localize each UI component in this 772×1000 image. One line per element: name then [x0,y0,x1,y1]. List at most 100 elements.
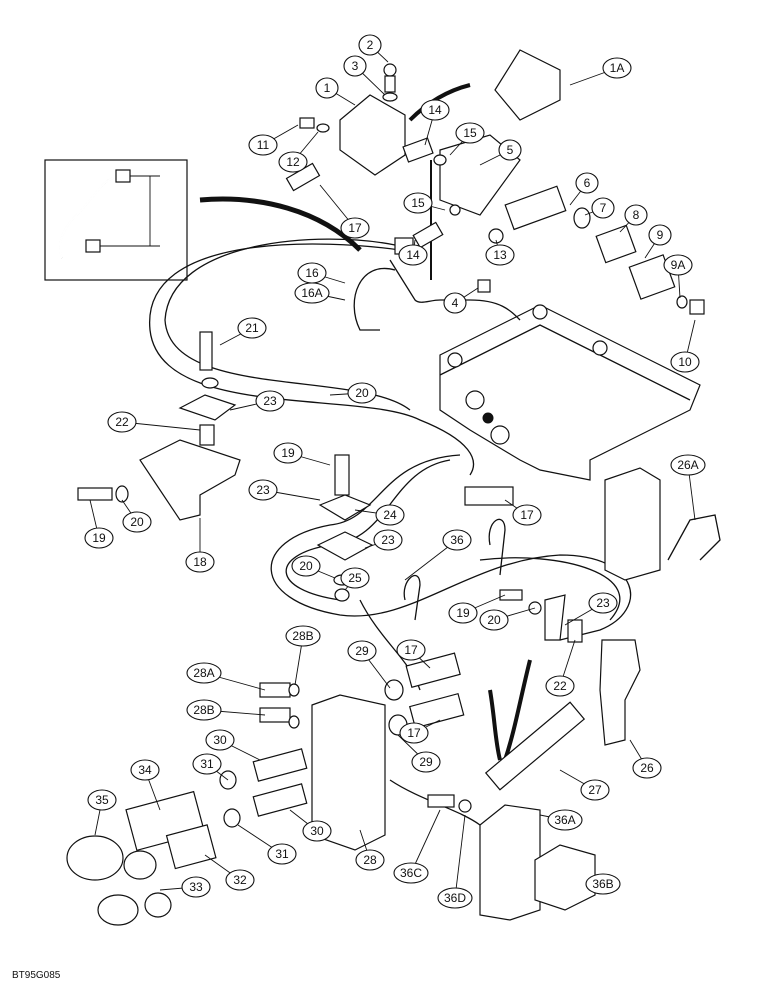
callout-number: 15 [463,126,477,140]
callout-bubble [192,753,222,775]
callout-number: 1A [610,61,625,75]
callout-bubble [285,625,321,647]
callout-bubble [343,55,367,77]
callout-number: 7 [600,201,607,215]
callout-bubble [632,757,662,779]
callout-number: 31 [200,757,214,771]
callout-number: 22 [115,415,129,429]
callout-number: 10 [678,355,692,369]
callout-number: 36A [554,813,575,827]
callout-bubble [267,843,297,865]
callout-number: 20 [487,613,501,627]
callout-bubble [205,729,235,751]
callout-number: 26A [677,458,698,472]
callout-bubble [403,192,433,214]
callout-number: 9 [657,228,664,242]
callout-number: 21 [245,321,259,335]
callout-number: 24 [383,508,397,522]
callout-bubble [255,390,285,412]
callout-number: 19 [456,606,470,620]
callout-number: 5 [507,143,514,157]
callout-bubble [185,551,215,573]
callout-number: 32 [233,873,247,887]
callout-bubble [443,292,467,314]
callout-bubble [355,849,385,871]
callout-number: 26 [640,761,654,775]
callout-bubble [186,699,222,721]
coupler-parts [66,652,465,926]
callout-number: 8 [633,208,640,222]
callout-number: 28 [363,853,377,867]
callout-number: 33 [189,880,203,894]
callout-bubble [670,351,700,373]
callout-bubble [498,139,522,161]
callout-number: 16 [305,266,319,280]
callout-bubble [122,511,152,533]
callout-number: 35 [95,793,109,807]
callout-number: 6 [584,176,591,190]
callout-number: 14 [406,248,420,262]
callout-number: 17 [348,221,362,235]
callout-bubble [237,317,267,339]
callout-number: 15 [411,196,425,210]
valve-assembly [430,160,701,481]
callout-number: 30 [213,733,227,747]
figure-code: BT95G085 [12,970,61,981]
callout-bubble [448,602,478,624]
right-side-parts [484,467,721,791]
callout-number: 27 [588,783,602,797]
callout-bubble [273,442,303,464]
callout-bubble [340,567,370,589]
callout-bubble [648,224,672,246]
callout-number: 23 [256,483,270,497]
callout-number: 19 [92,531,106,545]
callout-bubble [670,454,706,476]
callout-bubble [107,411,137,433]
callout-bubble [87,789,117,811]
callout-bubble [420,99,450,121]
callout-bubble [302,820,332,842]
callout-number: 30 [310,824,324,838]
callout-bubble [373,529,403,551]
callout-number: 36D [444,891,466,905]
callout-bubble [455,122,485,144]
callout-number: 29 [355,644,369,658]
callout-number: 9A [671,258,686,272]
callout-bubble [442,529,472,551]
callout-number: 36C [400,866,422,880]
callout-bubble [248,479,278,501]
leader-lines [89,44,696,899]
direction-arrows [199,83,532,761]
callout-bubble [340,217,370,239]
callout-bubble [411,751,441,773]
callout-bubble [181,876,211,898]
callout-bubble [375,504,405,526]
leader-line [410,809,441,874]
callout-number: 29 [419,755,433,769]
callout-number: 23 [381,533,395,547]
callout-bubble [225,869,255,891]
callout-bubble [588,592,618,614]
callout-number: 28A [193,666,214,680]
callout-number: 34 [138,763,152,777]
callout-number: 16A [301,286,322,300]
callout-bubble [602,57,632,79]
callout-bubble [485,244,515,266]
callout-bubble [291,555,321,577]
callout-number: 1 [324,81,331,95]
callout-number: 20 [299,559,313,573]
callout-bubble [347,382,377,404]
callout-bubble [437,887,473,909]
callout-bubble [580,779,610,801]
callout-number: 11 [257,138,270,152]
callout-number: 2 [367,38,374,52]
callout-number: 19 [281,446,295,460]
callout-bubble [624,204,648,226]
callout-number: 3 [352,59,359,73]
callout-bubble [393,862,429,884]
clamp-bracket-parts [77,331,583,643]
leader-line [454,814,466,899]
callout-bubble [398,244,428,266]
callout-bubble [315,77,339,99]
